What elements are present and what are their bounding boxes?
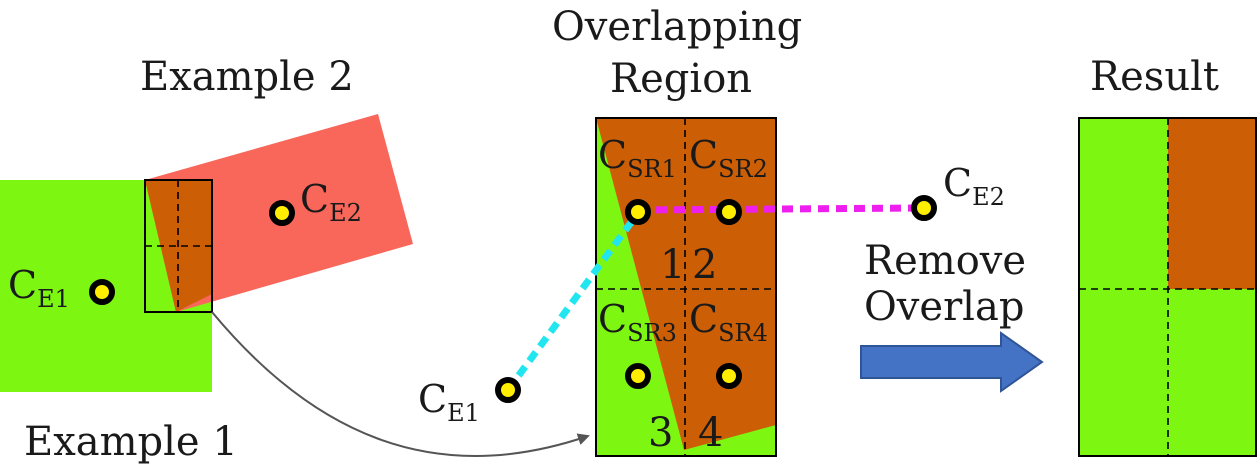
csr2-point [716,199,742,225]
remove-overlap-line1: Remove [864,238,1026,284]
subregion-number-4: 4 [698,410,723,456]
remove-overlap-arrow [860,331,1044,393]
zoom-connector-arrow [211,311,590,457]
overlapping-title-line1: Overlapping [552,4,802,50]
example1-label: Example 1 [24,419,238,465]
csr3-label: CSR3 [598,297,677,347]
csr2-label: CSR2 [689,133,768,183]
ce1-left-label: CE1 [8,263,70,313]
csr4-point [716,363,742,389]
ce1-to-sr1-line [505,210,641,393]
csr3-point [625,363,651,389]
overlapping-title-line2: Region [610,56,752,102]
result-orange-quadrant [1168,118,1256,289]
csr1-point [625,199,651,225]
ce1-mid-label: CE1 [418,377,480,427]
ce1-mid-point [495,377,521,403]
overlap-region-border [595,117,777,457]
result-title: Result [1090,54,1219,100]
csr1-label: CSR1 [598,133,677,183]
subregion-number-2: 2 [692,242,717,288]
ce1-left-point [89,279,115,305]
subregion-number-3: 3 [648,410,673,456]
subregion-number-1: 1 [660,242,685,288]
ce2-left-point [269,200,295,226]
ce2-right-point [911,195,937,221]
remove-overlap-line2: Overlap [864,284,1024,330]
example2-label: Example 2 [140,54,354,100]
ce2-to-sr1-line [637,204,925,214]
ce2-right-label: CE2 [943,161,1005,211]
ce2-left-label: CE2 [300,177,362,227]
csr4-label: CSR4 [689,297,768,347]
